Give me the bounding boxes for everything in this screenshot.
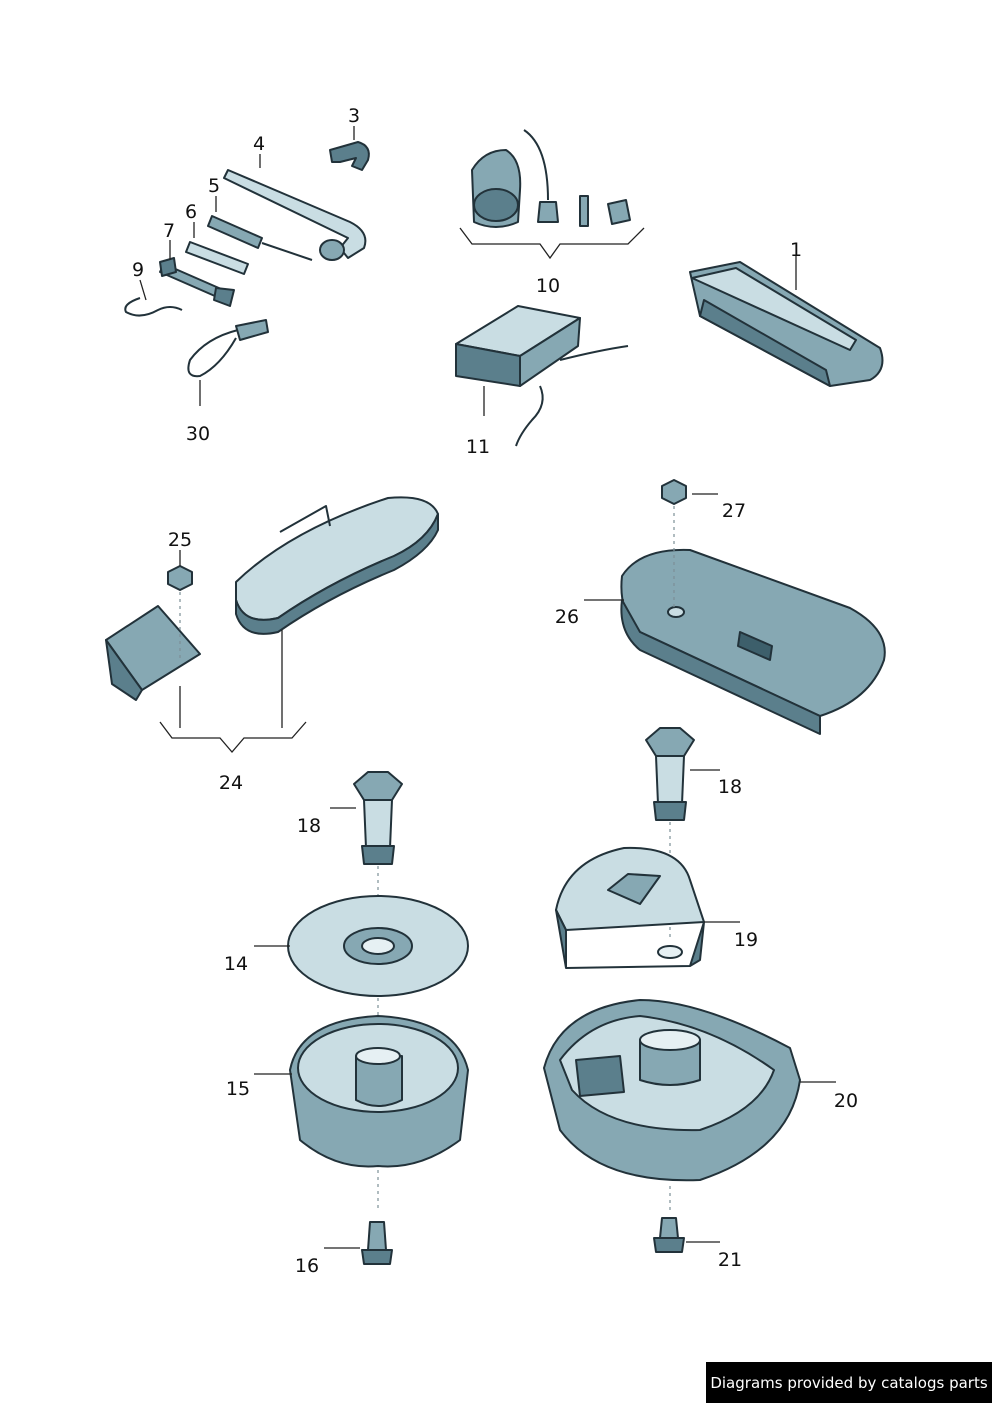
credit-banner: Diagrams provided by catalogs parts [706, 1362, 992, 1403]
callout-labels: 1 3 4 5 6 7 9 10 30 11 25 27 26 24 18 18… [132, 105, 858, 1277]
callout-3: 3 [348, 105, 360, 127]
callout-27: 27 [722, 500, 746, 522]
callout-21: 21 [718, 1249, 742, 1271]
callout-9: 9 [132, 259, 144, 281]
left-stack [287, 771, 469, 1265]
leader-lines [139, 126, 836, 1249]
foam-insert [620, 548, 886, 735]
callout-26: 26 [555, 606, 579, 628]
callout-20: 20 [834, 1090, 858, 1112]
callout-1: 1 [790, 239, 802, 261]
callout-15: 15 [226, 1078, 250, 1100]
callout-16: 16 [295, 1255, 319, 1277]
right-stack [543, 727, 801, 1253]
callout-14: 14 [224, 953, 248, 975]
jack [689, 261, 884, 387]
callout-6: 6 [185, 201, 197, 223]
callout-7: 7 [163, 220, 175, 242]
callout-10: 10 [536, 275, 560, 297]
callout-18-right: 18 [718, 776, 742, 798]
callout-30: 30 [186, 423, 210, 445]
callout-18-left: 18 [297, 815, 321, 837]
callout-24: 24 [219, 772, 243, 794]
bracket-and-cover [105, 496, 439, 753]
tool-set [124, 141, 370, 378]
callout-19: 19 [734, 929, 758, 951]
callout-4: 4 [253, 133, 265, 155]
callout-25: 25 [168, 529, 192, 551]
callout-5: 5 [208, 175, 220, 197]
nut-27 [661, 479, 687, 608]
compressor [455, 305, 629, 447]
tyre-repair-kit [459, 129, 645, 260]
callout-11: 11 [466, 436, 490, 458]
